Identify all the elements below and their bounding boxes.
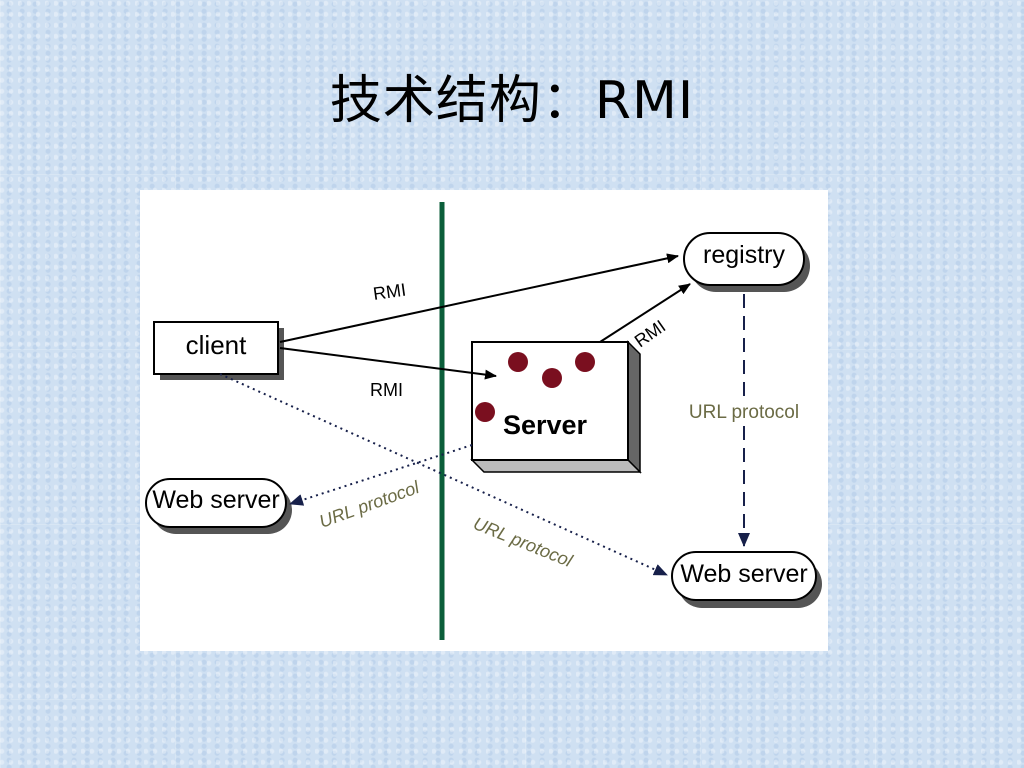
server-leftweb-protocol-label: URL protocol (317, 477, 423, 532)
diagram-svg: client registry Web server Web server (145, 202, 822, 640)
client-node: client (153, 321, 284, 380)
server-leftweb-arrow (289, 444, 473, 506)
registry-label: registry (703, 241, 785, 269)
server-dot (542, 368, 562, 388)
web-server-left-node: Web server (145, 478, 292, 534)
server-dot (475, 402, 495, 422)
registry-rightweb-protocol-label: URL protocol (689, 402, 799, 423)
client-server-arrow (279, 347, 497, 380)
server-label: Server (503, 410, 588, 440)
rmi-architecture-diagram: client registry Web server Web server (140, 190, 828, 651)
client-registry-arrow (279, 253, 679, 343)
slide-title: 技术结构：RMI (329, 71, 695, 131)
client-label: client (186, 330, 247, 360)
client-rightweb-arrow (219, 373, 668, 576)
web-server-right-node: Web server (671, 551, 822, 608)
server-dot (508, 352, 528, 372)
server-registry-rmi-label: RMI (631, 316, 670, 351)
web-server-right-label: Web server (680, 560, 807, 588)
server-registry-arrow (599, 283, 691, 343)
client-registry-rmi-label: RMI (372, 280, 407, 304)
client-server-rmi-label: RMI (370, 380, 403, 400)
server-node: Server (470, 340, 642, 474)
web-server-left-label: Web server (152, 486, 279, 514)
registry-node: registry (683, 232, 810, 292)
server-dot (575, 352, 595, 372)
client-rightweb-protocol-label: URL protocol (471, 513, 577, 571)
